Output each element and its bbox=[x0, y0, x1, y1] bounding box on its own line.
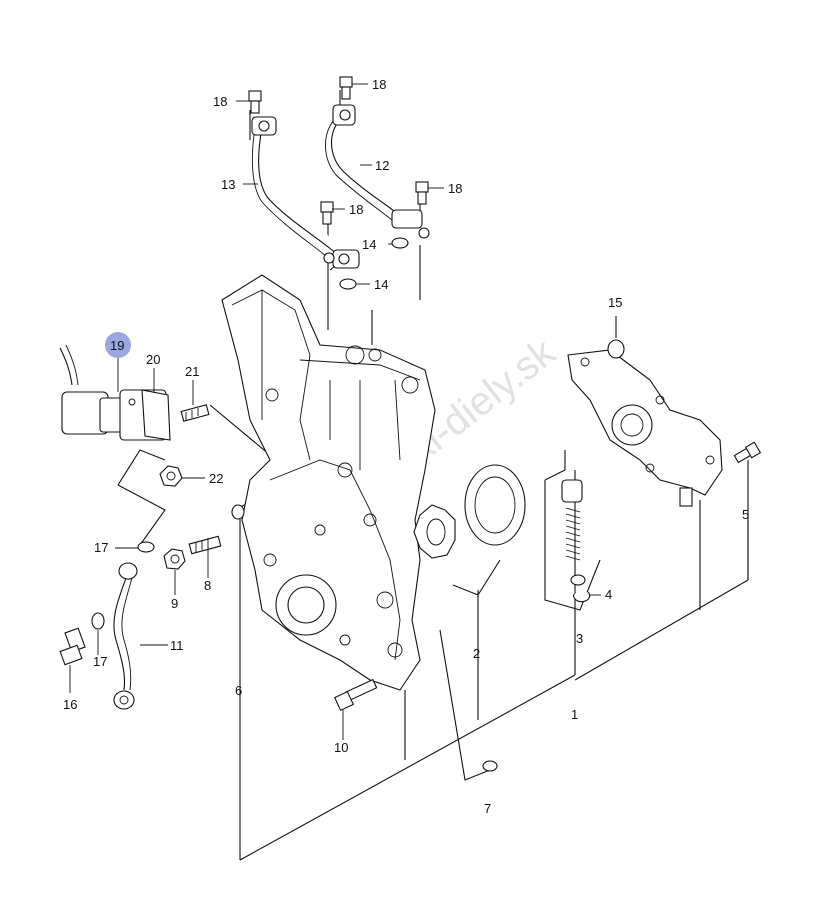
stud-8 bbox=[188, 535, 222, 555]
nut-9 bbox=[163, 548, 186, 570]
bolt-5 bbox=[733, 441, 762, 464]
washer-17b bbox=[91, 612, 105, 630]
outer-rotor bbox=[464, 464, 526, 546]
callout-leaders bbox=[69, 83, 601, 740]
label-22: 22 bbox=[209, 471, 223, 486]
leader-lines bbox=[117, 90, 749, 861]
pin-7 bbox=[482, 760, 498, 772]
highlight-marker-19 bbox=[105, 332, 131, 358]
relief-valve bbox=[561, 479, 591, 603]
label-18a: 18 bbox=[213, 94, 227, 109]
label-18b: 18 bbox=[372, 77, 386, 92]
dowel-pin bbox=[231, 504, 245, 520]
inner-rotor bbox=[413, 504, 456, 559]
banjo-bolt-18b bbox=[339, 76, 353, 100]
label-10: 10 bbox=[334, 740, 348, 755]
o-ring-14b bbox=[339, 278, 357, 290]
label-18c: 18 bbox=[349, 202, 363, 217]
label-12: 12 bbox=[375, 158, 389, 173]
label-16: 16 bbox=[63, 697, 77, 712]
label-13: 13 bbox=[221, 177, 235, 192]
label-9: 9 bbox=[171, 596, 178, 611]
banjo-bolt-18a bbox=[248, 90, 262, 114]
o-ring-14a bbox=[391, 237, 409, 249]
label-4: 4 bbox=[605, 587, 612, 602]
label-14a: 14 bbox=[362, 237, 376, 252]
label-2: 2 bbox=[473, 646, 480, 661]
stud-21 bbox=[180, 404, 210, 422]
label-21: 21 bbox=[185, 364, 199, 379]
label-14b: 14 bbox=[374, 277, 388, 292]
label-8: 8 bbox=[204, 578, 211, 593]
label-19: 19 bbox=[110, 338, 124, 353]
label-7: 7 bbox=[484, 801, 491, 816]
banjo-bolt-18d bbox=[415, 181, 429, 205]
oil-pipe-12 bbox=[325, 104, 430, 239]
oil-pump-case bbox=[567, 349, 723, 507]
label-3: 3 bbox=[576, 631, 583, 646]
nut-22 bbox=[159, 465, 183, 487]
label-6: 6 bbox=[235, 683, 242, 698]
banjo-bolt-18c bbox=[320, 201, 334, 225]
o-ring-15 bbox=[607, 339, 625, 359]
timing-chain-cover bbox=[221, 274, 436, 691]
label-1: 1 bbox=[571, 707, 578, 722]
label-17a: 17 bbox=[94, 540, 108, 555]
label-18d: 18 bbox=[448, 181, 462, 196]
washer-17a bbox=[137, 541, 155, 553]
banjo-bolt-16 bbox=[59, 627, 86, 666]
label-11: 11 bbox=[170, 638, 184, 653]
oil-control-valve bbox=[59, 344, 167, 441]
label-5: 5 bbox=[742, 507, 749, 522]
label-17b: 17 bbox=[93, 654, 107, 669]
part-labels: 18 18 18 18 12 13 14 14 15 19 20 21 22 1… bbox=[63, 77, 749, 816]
bolt-10 bbox=[333, 678, 378, 712]
oil-pipe-11 bbox=[113, 562, 138, 710]
gasket-20 bbox=[141, 389, 171, 441]
label-20: 20 bbox=[146, 352, 160, 367]
oil-pipe-13 bbox=[251, 116, 360, 269]
label-15: 15 bbox=[608, 295, 622, 310]
